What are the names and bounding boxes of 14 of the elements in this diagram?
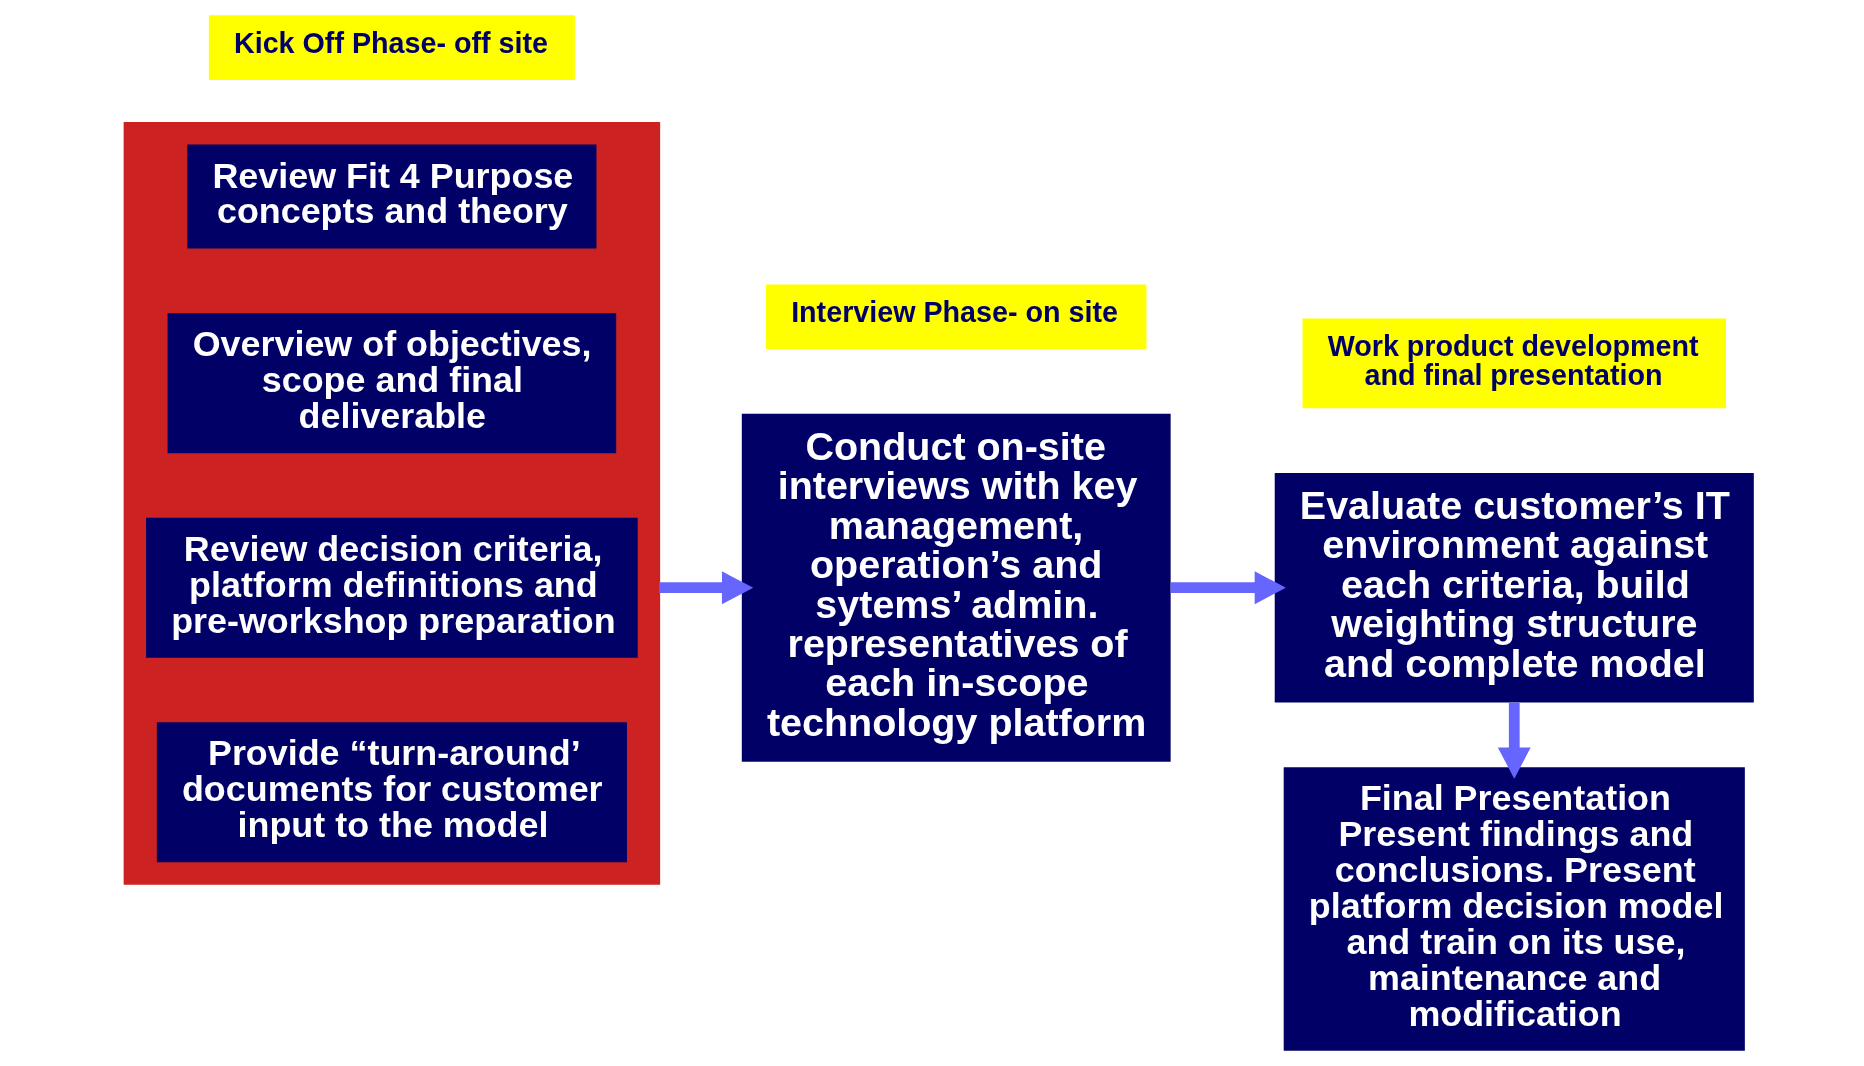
arrow [659, 571, 754, 605]
cluster [123, 122, 661, 885]
node-box: Provide “turn-around’ documents for customer input to the model [156, 722, 627, 863]
node-box: Review decision criteria, platform definitions and pre-workshop preparation [146, 517, 638, 658]
node-box: Kick Off Phase- off site [208, 15, 575, 80]
node-box: Work product development and final presentation [1302, 318, 1726, 409]
node-box: Interview Phase- on site [766, 284, 1147, 350]
arrow [1170, 571, 1286, 605]
arrow [1497, 702, 1531, 779]
node-box: Final Presentation Present findings and conclusions. Present platform decision model and train on its use, maintenance and modification [1283, 767, 1745, 1051]
node-box: Review Fit 4 Purpose concepts and theory [187, 144, 597, 249]
node-box: Conduct on-site interviews with key management, operation’s and sytems’ admin. representatives of each in-scope technology platform [741, 413, 1171, 762]
node-box: Overview of objectives, scope and final deliverable [167, 313, 617, 454]
node-box: Evaluate customer’s IT environment against each criteria, build weighting structure and complete model [1274, 472, 1754, 703]
